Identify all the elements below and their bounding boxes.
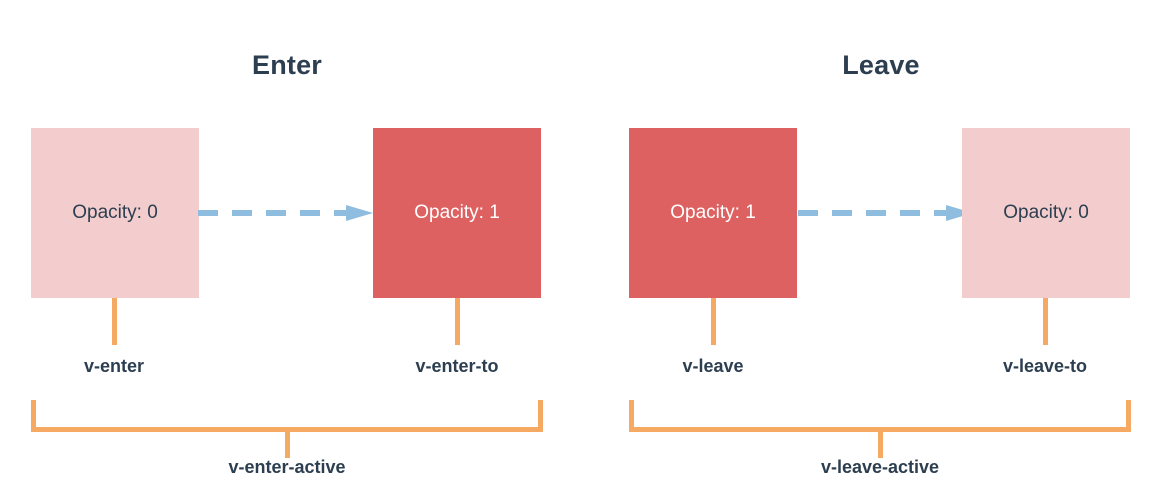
bracket-horizontal-bar [629, 427, 1131, 432]
section-title-enter: Enter [251, 50, 323, 80]
enter-from-state-box: Opacity: 0 [31, 128, 199, 298]
bracket-right-stub [1126, 400, 1131, 432]
hook-label-v-leave-active: v-leave-active [820, 457, 940, 477]
enter-transition-arrow-icon [198, 205, 373, 221]
leave-to-state-box: Opacity: 0 [962, 128, 1130, 298]
v-enter-connector-line [112, 298, 117, 345]
hook-label-v-leave-to: v-leave-to [1002, 356, 1088, 376]
leave-from-state-label: Opacity: 1 [670, 202, 756, 223]
v-leave-to-connector-line [1043, 298, 1048, 345]
leave-to-state-label: Opacity: 0 [1003, 202, 1089, 223]
enter-to-state-box: Opacity: 1 [373, 128, 541, 298]
bracket-center-stem [877, 432, 883, 458]
hook-label-v-enter-to: v-enter-to [415, 356, 499, 376]
hook-label-v-enter-active: v-enter-active [228, 457, 346, 477]
bracket-right-stub [538, 400, 543, 432]
v-enter-active-bracket [31, 400, 543, 458]
section-title-leave: Leave [842, 50, 920, 80]
bracket-left-stub [31, 400, 36, 432]
hook-label-v-leave: v-leave [682, 356, 744, 376]
bracket-center-stem [284, 432, 290, 458]
enter-to-state-label: Opacity: 1 [414, 202, 500, 223]
v-enter-to-connector-line [455, 298, 460, 345]
bracket-horizontal-bar [31, 427, 543, 432]
bracket-left-stub [629, 400, 634, 432]
hook-label-v-enter: v-enter [83, 356, 145, 376]
v-leave-connector-line [711, 298, 716, 345]
leave-from-state-box: Opacity: 1 [629, 128, 797, 298]
enter-from-state-label: Opacity: 0 [72, 202, 158, 223]
leave-transition-arrow-icon [798, 205, 973, 221]
v-leave-active-bracket [629, 400, 1131, 458]
